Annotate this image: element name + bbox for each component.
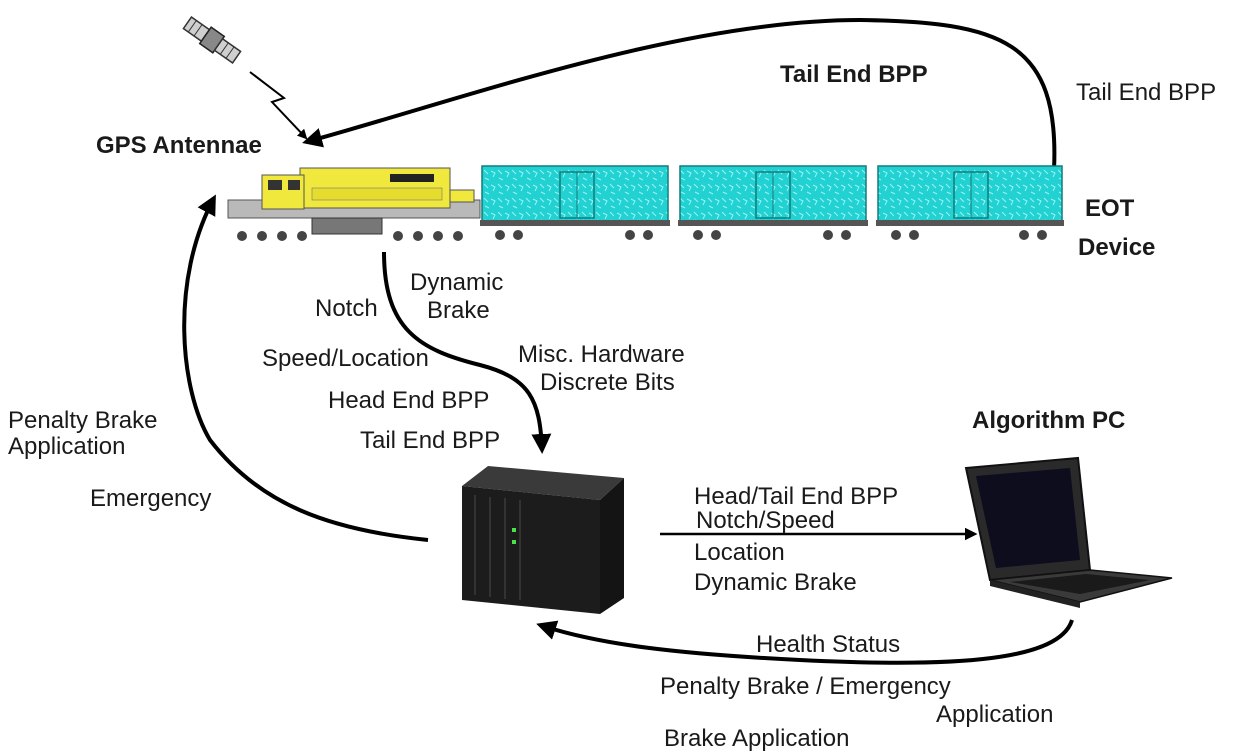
discrete-bits-label: Discrete Bits bbox=[540, 370, 675, 396]
tail-end-bpp-right-label: Tail End BPP bbox=[1076, 80, 1216, 106]
onboard-computer-icon bbox=[462, 466, 624, 614]
gps-antennae-label: GPS Antennae bbox=[96, 133, 262, 159]
notch-speed-label: Notch/Speed bbox=[696, 508, 835, 534]
notch-label: Notch bbox=[315, 296, 378, 322]
eot-label: EOT bbox=[1085, 196, 1134, 222]
dynamic-brake-label: Dynamic Brake bbox=[694, 570, 857, 596]
brake-application-label: Brake Application bbox=[664, 726, 849, 752]
gps-signal-line bbox=[250, 72, 306, 138]
laptop-icon bbox=[966, 458, 1172, 608]
railcar-icon bbox=[480, 166, 670, 240]
emergency-label: Emergency bbox=[90, 486, 211, 512]
railcar-icon bbox=[678, 166, 868, 240]
tail-end-bpp-arrow bbox=[306, 20, 1054, 170]
satellite-icon bbox=[182, 15, 243, 66]
misc-hardware-label: Misc. Hardware bbox=[518, 342, 685, 368]
algorithm-pc-label: Algorithm PC bbox=[972, 408, 1125, 434]
device-label: Device bbox=[1078, 235, 1155, 261]
health-status-label: Health Status bbox=[756, 632, 900, 658]
railcar-icon bbox=[876, 166, 1064, 240]
brake-label: Brake bbox=[427, 298, 490, 324]
penalty-brake-emergency-label: Penalty Brake / Emergency bbox=[660, 674, 951, 700]
tail-end-bpp-top-label: Tail End BPP bbox=[780, 62, 928, 88]
speed-location-label: Speed/Location bbox=[262, 346, 429, 372]
penalty-brake-label: Penalty Brake bbox=[8, 408, 157, 434]
location-label: Location bbox=[694, 540, 785, 566]
application-bottom-label: Application bbox=[936, 702, 1053, 728]
application-left-label: Application bbox=[8, 434, 125, 460]
dynamic-label: Dynamic bbox=[410, 270, 503, 296]
locomotive-icon bbox=[228, 168, 480, 241]
head-end-bpp-label: Head End BPP bbox=[328, 388, 489, 414]
tail-end-bpp-mid-label: Tail End BPP bbox=[360, 428, 500, 454]
